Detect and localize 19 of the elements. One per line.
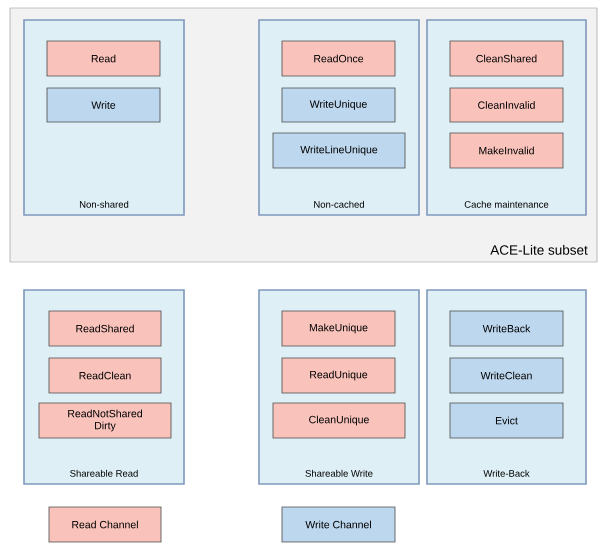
transaction-box: ReadNotShared Dirty <box>38 402 172 438</box>
transaction-box: MakeUnique <box>282 310 396 346</box>
transaction-box: Evict <box>450 402 564 438</box>
transaction-box: MakeInvalid <box>450 132 564 168</box>
legend-key: Write Channel <box>282 506 396 542</box>
transaction-box: CleanShared <box>450 40 564 76</box>
transaction-box: WriteUnique <box>282 88 396 122</box>
legend-key: Read Channel <box>48 506 162 542</box>
transaction-box: CleanInvalid <box>450 88 564 122</box>
transaction-box: CleanUnique <box>272 402 406 438</box>
transaction-box: ReadOnce <box>282 40 396 76</box>
transaction-box: ReadUnique <box>282 358 396 394</box>
transaction-box: WriteBack <box>450 310 564 346</box>
transaction-box: Read <box>46 40 160 76</box>
transaction-box: WriteClean <box>450 358 564 394</box>
transaction-box: ReadShared <box>48 310 162 346</box>
transaction-box: WriteLineUnique <box>272 132 406 168</box>
transaction-box: Write <box>46 88 160 122</box>
transaction-box: ReadClean <box>48 358 162 394</box>
